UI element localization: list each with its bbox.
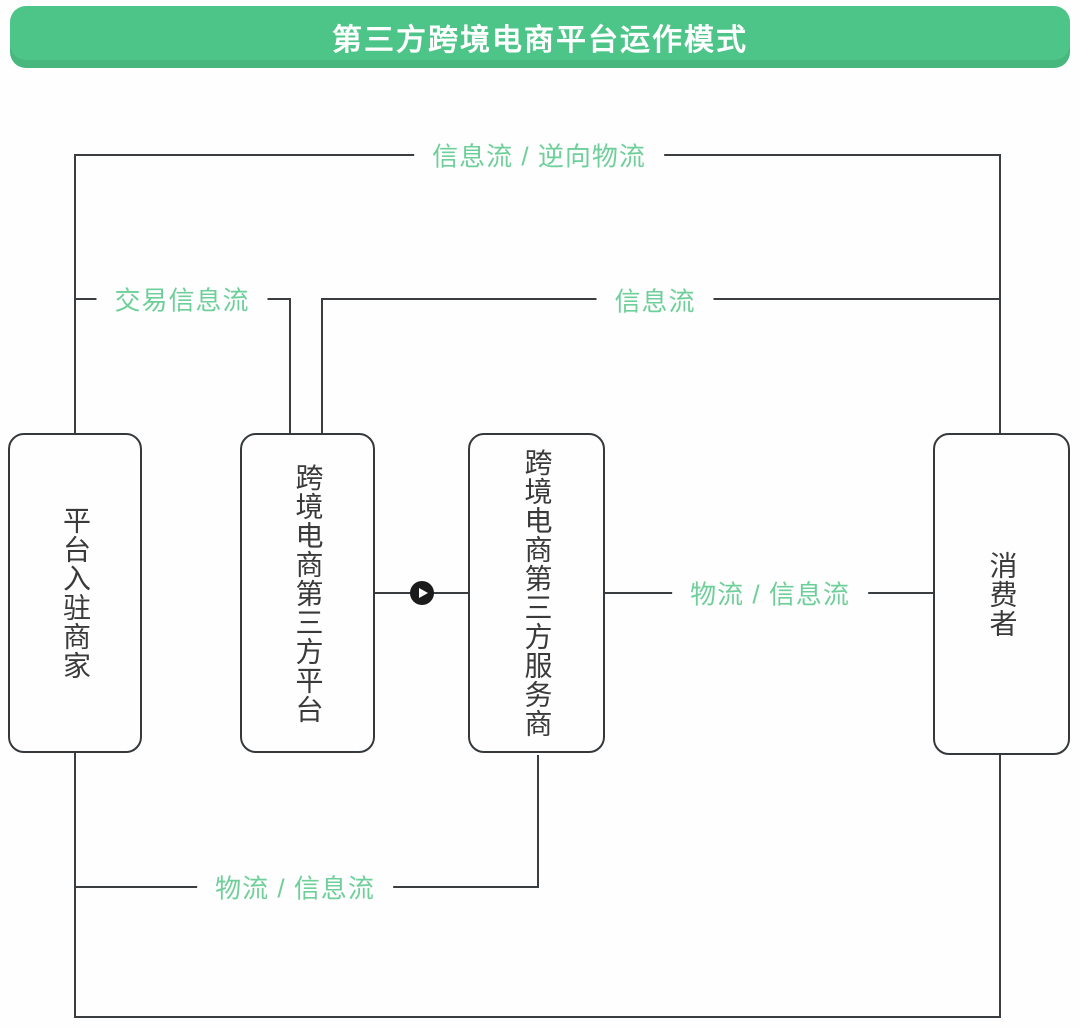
node-third-party-service-provider: 跨境电商第三方服务商 (468, 433, 605, 753)
connector-bottom-line (75, 1016, 1001, 1018)
connector-merchant-bottom-vline (74, 753, 76, 1018)
node-third-party-platform: 跨境电商第三方平台 (240, 433, 375, 753)
connector-transaction-vline (289, 298, 291, 434)
node-consumer: 消费者 (933, 433, 1070, 755)
edge-label-info: 信息流 (596, 279, 714, 321)
header-banner: 第三方跨境电商平台运作模式 (10, 6, 1070, 68)
node-platform-merchant: 平台入驻商家 (8, 433, 142, 753)
edge-label-top-reverse: 信息流 / 逆向物流 (414, 134, 664, 176)
node-label: 平台入驻商家 (60, 506, 91, 680)
node-label: 跨境电商第三方服务商 (521, 448, 553, 738)
connector-consumer-bottom-vline (999, 755, 1001, 1018)
page-title: 第三方跨境电商平台运作模式 (332, 24, 748, 57)
connector-info-vline (321, 298, 323, 434)
edge-label-logistics-bottom: 物流 / 信息流 (197, 866, 393, 908)
connector-merchant-top-vline (74, 154, 76, 434)
edge-label-transaction-info: 交易信息流 (96, 278, 268, 320)
play-arrow-icon (419, 588, 428, 598)
connector-service-bottom-vline (537, 755, 539, 887)
node-label: 消费者 (986, 550, 1018, 638)
flow-direction-badge (410, 581, 434, 605)
edge-label-logistics-right: 物流 / 信息流 (672, 572, 868, 614)
connector-consumer-top-vline (999, 154, 1001, 434)
node-label: 跨境电商第三方平台 (292, 462, 324, 724)
